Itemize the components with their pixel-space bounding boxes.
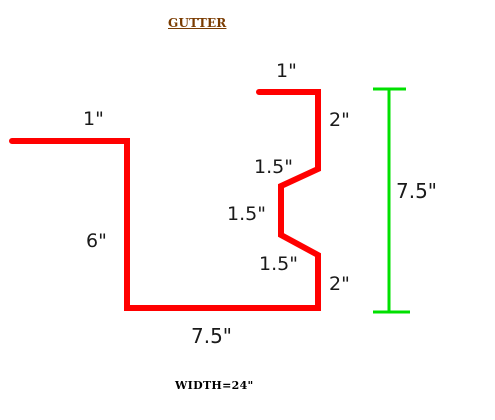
width-note: WIDTH=24" xyxy=(175,379,254,392)
lower-diagonal-label: 1.5" xyxy=(259,253,298,275)
overall-height-label: 7.5" xyxy=(396,179,438,203)
back-height-label: 6" xyxy=(86,230,107,252)
middle-vertical-label: 1.5" xyxy=(227,203,266,225)
top-lip-label: 1" xyxy=(276,60,297,82)
overall-height-dimension xyxy=(373,87,410,314)
upper-diagonal-label: 1.5" xyxy=(254,156,293,178)
left-flange-label: 1" xyxy=(83,108,104,130)
diagram-title: GUTTER xyxy=(168,16,227,30)
lower-vertical-label: 2" xyxy=(329,273,350,295)
upper-vertical-label: 2" xyxy=(329,109,350,131)
gutter-profile xyxy=(9,89,321,311)
bottom-width-label: 7.5" xyxy=(191,324,233,348)
